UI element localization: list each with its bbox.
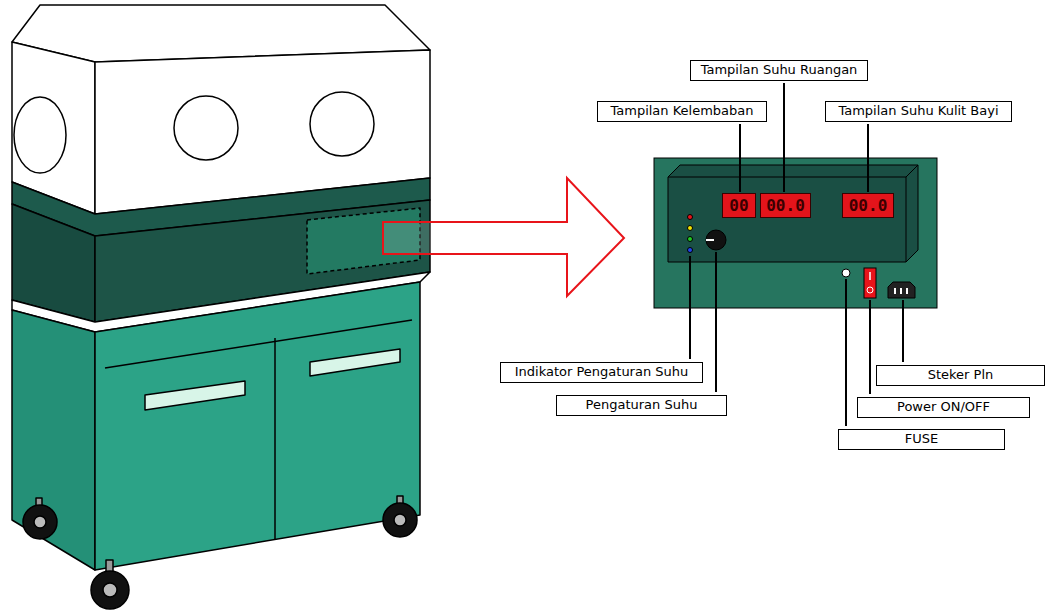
door-handle xyxy=(145,381,245,410)
yellow-led xyxy=(688,226,693,231)
leader-line xyxy=(783,83,785,192)
callout-label: FUSE xyxy=(838,429,1005,450)
fuse-holder xyxy=(842,269,850,277)
power-socket xyxy=(888,282,915,298)
green-led xyxy=(688,237,693,242)
panel-edge xyxy=(906,165,918,177)
door-handle xyxy=(310,349,400,376)
panel-inset xyxy=(668,165,918,262)
wheel-hub xyxy=(103,583,117,597)
wheel xyxy=(23,505,57,539)
hand-port xyxy=(174,96,238,160)
callout-text: FUSE xyxy=(905,431,938,446)
callout-label: Pengaturan Suhu xyxy=(556,395,727,416)
callout-text: Steker Pln xyxy=(928,367,994,382)
switch-on-mark xyxy=(869,272,871,280)
panel-edge xyxy=(668,177,906,262)
socket-pin xyxy=(906,288,908,294)
skin-temperature-display: 00.0 xyxy=(842,193,894,218)
power-switch xyxy=(864,268,876,298)
leader-line xyxy=(867,124,869,192)
callout-label: Tampilan Suhu Ruangan xyxy=(690,60,868,81)
leader-line xyxy=(689,256,691,359)
room-temperature-display: 00.0 xyxy=(760,193,811,218)
leader-line xyxy=(902,300,904,362)
temperature-knob xyxy=(706,230,726,250)
hand-port xyxy=(310,92,374,156)
hand-port xyxy=(14,97,66,173)
leader-line xyxy=(845,279,847,426)
callout-text: Tampilan Kelembaban xyxy=(610,103,753,118)
callout-label: Indikator Pengaturan Suhu xyxy=(500,362,703,383)
red-led xyxy=(688,215,693,220)
callout-label: Power ON/OFF xyxy=(857,397,1030,418)
blue-led xyxy=(688,248,693,253)
callout-text: Pengaturan Suhu xyxy=(586,397,698,412)
control-panel xyxy=(654,158,937,308)
callout-text: Tampilan Suhu Ruangan xyxy=(701,62,858,77)
cabinet-side xyxy=(12,310,95,570)
socket-pin xyxy=(900,288,902,294)
callout-label: Tampilan Suhu Kulit Bayi xyxy=(825,101,1012,122)
wheel-hub xyxy=(394,514,406,526)
leader-line xyxy=(869,300,871,394)
leader-line xyxy=(739,124,741,192)
callout-label: Steker Pln xyxy=(876,365,1045,386)
humidity-display: 00 xyxy=(722,193,756,218)
door-divider xyxy=(274,338,276,540)
zoom-arrow xyxy=(383,178,624,296)
wheel xyxy=(383,503,417,537)
wheel xyxy=(91,571,129,609)
knob-mark xyxy=(706,239,714,241)
wheel-hub xyxy=(34,516,46,528)
switch-off-mark xyxy=(867,287,873,293)
callout-label: Tampilan Kelembaban xyxy=(597,101,767,122)
leader-line xyxy=(715,252,717,392)
socket-pin xyxy=(894,288,896,294)
callout-text: Indikator Pengaturan Suhu xyxy=(515,364,689,379)
callout-text: Tampilan Suhu Kulit Bayi xyxy=(838,103,998,118)
cabinet-front xyxy=(95,282,420,570)
callout-text: Power ON/OFF xyxy=(897,399,990,414)
